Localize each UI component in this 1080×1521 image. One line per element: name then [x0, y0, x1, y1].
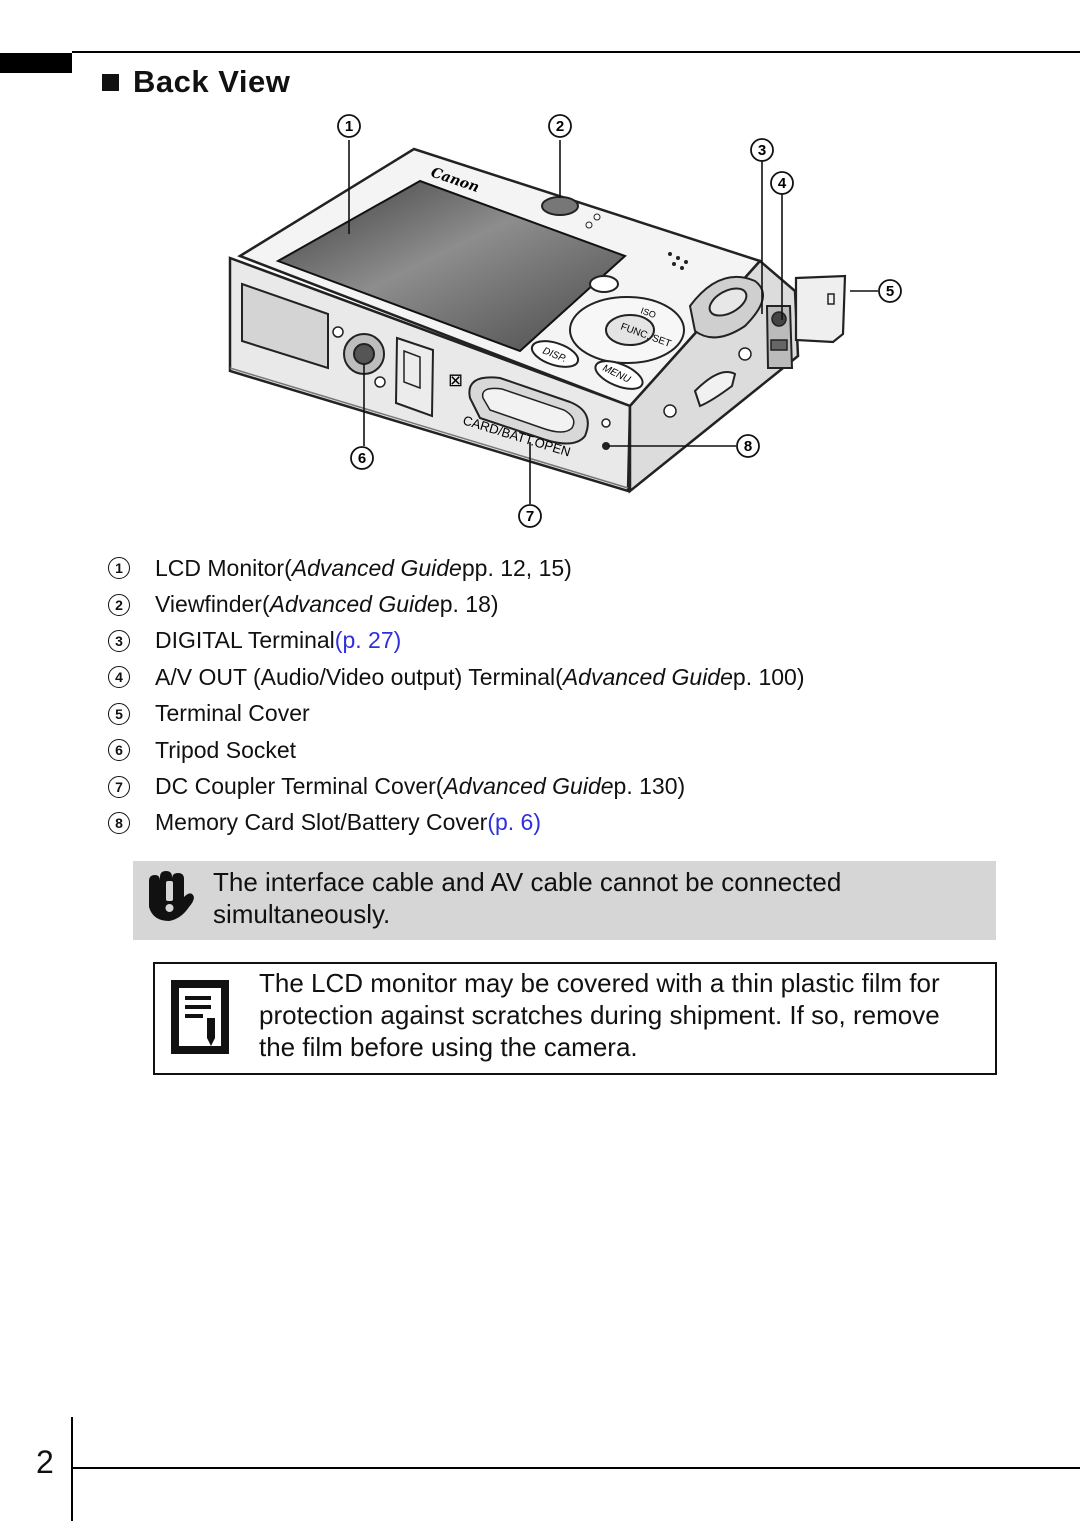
legend-number: 2 [108, 593, 130, 616]
section-title: Back View [133, 64, 291, 99]
callout-4: 4 [770, 171, 794, 195]
note-box: The LCD monitor may be covered with a th… [153, 962, 997, 1075]
legend-number: 7 [108, 775, 130, 798]
svg-text:2: 2 [556, 118, 564, 135]
callout-3: 3 [750, 138, 774, 162]
section-heading: Back View [102, 64, 290, 100]
legend-number: 5 [108, 702, 130, 725]
footer-horizontal-rule [72, 1467, 1080, 1469]
dc-coupler-cover-shape [394, 336, 435, 418]
control-dial-shape: FUNC. SET ISO [569, 296, 685, 364]
svg-text:4: 4 [778, 175, 787, 192]
footer-vertical-rule [71, 1417, 73, 1521]
caution-hand-icon [149, 871, 194, 921]
legend-number: 6 [108, 739, 130, 762]
callout-8: 8 [736, 434, 760, 458]
svg-text:ISO: ISO [639, 305, 657, 320]
top-rule [72, 51, 1080, 53]
caution-box: The interface cable and AV cable cannot … [133, 861, 996, 940]
legend-number: 4 [108, 666, 130, 689]
page-number: 2 [36, 1444, 54, 1480]
callout-2: 2 [548, 114, 572, 138]
legend-number: 8 [108, 811, 130, 834]
legend-number: 1 [108, 557, 130, 580]
square-bullet-icon [102, 73, 119, 91]
legend-number: 3 [108, 629, 130, 652]
corner-block [0, 53, 72, 73]
callout-1: 1 [337, 114, 361, 138]
svg-text:5: 5 [886, 283, 894, 300]
caution-text: The interface cable and AV cable cannot … [213, 867, 842, 929]
mode-switch-shape [688, 275, 764, 339]
viewfinder-shape [541, 196, 579, 216]
note-memo-icon [171, 980, 229, 1054]
callout-5: 5 [878, 279, 902, 303]
svg-text:7: 7 [526, 508, 534, 525]
svg-text:8: 8 [744, 438, 752, 455]
callout-7: 7 [518, 504, 542, 528]
camera-back-illustration: Canon FUNC. SET ISO DISP. MENU [228, 114, 902, 528]
callout-6: 6 [350, 446, 374, 470]
page-reference-link[interactable]: (p. 27) [334, 627, 402, 654]
menu-button-shape: MENU [594, 360, 644, 390]
battery-cover-latch-shape [468, 376, 589, 445]
lcd-monitor-shape [275, 179, 627, 353]
terminal-cover-shape [794, 274, 847, 344]
note-text: The LCD monitor may be covered with a th… [259, 968, 940, 1062]
page-reference-link[interactable]: (p. 6) [487, 809, 542, 836]
svg-text:1: 1 [345, 118, 353, 135]
svg-text:⊠: ⊠ [448, 370, 463, 391]
svg-text:3: 3 [758, 142, 766, 159]
disp-button-shape: DISP. [530, 340, 580, 368]
svg-text:6: 6 [358, 450, 366, 467]
